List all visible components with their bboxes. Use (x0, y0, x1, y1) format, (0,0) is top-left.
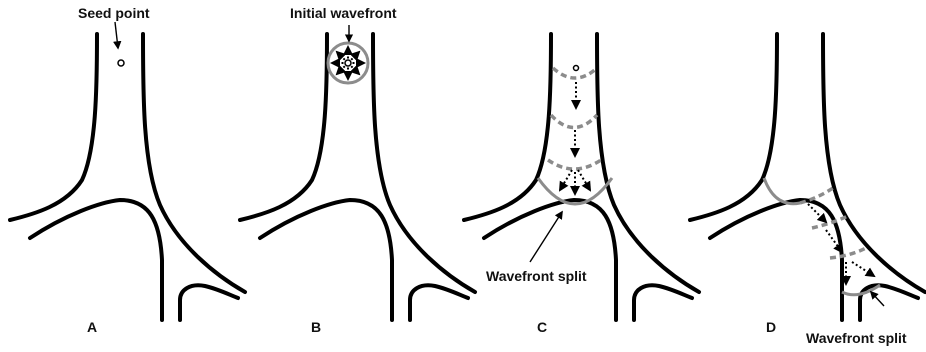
wavefront-split-label-c: Wavefront split (486, 268, 587, 284)
initial-wavefront-label: Initial wavefront (290, 5, 397, 21)
wall-small-b (410, 285, 468, 320)
wavefront-dashed-3 (830, 248, 866, 258)
panel-b: Initial wavefront B (240, 5, 475, 335)
wall-branch-c (484, 200, 616, 320)
wall-branch-a (30, 200, 162, 320)
panel-c: Wavefront split C (464, 34, 699, 335)
panel-d: Wavefront split D (690, 34, 925, 346)
vessel-walls-b (240, 34, 475, 320)
wavefront-dashed-2 (812, 216, 848, 228)
panel-label-b: B (311, 319, 321, 335)
propagation-arrow (578, 170, 590, 190)
wall-small-c (634, 285, 692, 320)
panel-label-c: C (537, 319, 547, 335)
propagation-arrow (560, 170, 572, 190)
panel-label-a: A (87, 319, 97, 335)
wavefront-dashed-3 (548, 160, 601, 169)
wall-left-c (464, 34, 551, 220)
seed-point-c (574, 66, 579, 71)
vessel-walls-a (10, 34, 245, 320)
panel-a: Seed point A (10, 5, 245, 335)
wall-small-a (180, 285, 238, 320)
seed-point-b (345, 60, 351, 66)
seed-point-marker (118, 60, 124, 66)
wall-left-b (240, 34, 327, 220)
wall-left-d (690, 34, 777, 220)
propagation-arrow (852, 262, 874, 276)
wavefront-split-callout-c (530, 212, 562, 262)
wall-left-a (10, 34, 97, 220)
wall-right-a (143, 34, 245, 292)
seed-point-callout (115, 22, 118, 48)
wavefront-split-callout-d (871, 292, 884, 306)
panel-label-d: D (766, 319, 776, 335)
wall-branch-b (260, 200, 392, 320)
wavefront-dashed-2 (551, 115, 597, 128)
seed-point-label: Seed point (78, 5, 150, 21)
wavefront-dashed-1 (800, 188, 833, 203)
wall-right-b (373, 34, 475, 292)
wavefront-progression-d (764, 178, 880, 295)
vessel-walls-d (690, 34, 925, 320)
wall-right-d (823, 34, 925, 292)
wavefront-split-label-d: Wavefront split (806, 330, 907, 346)
wall-right-c (597, 34, 699, 292)
